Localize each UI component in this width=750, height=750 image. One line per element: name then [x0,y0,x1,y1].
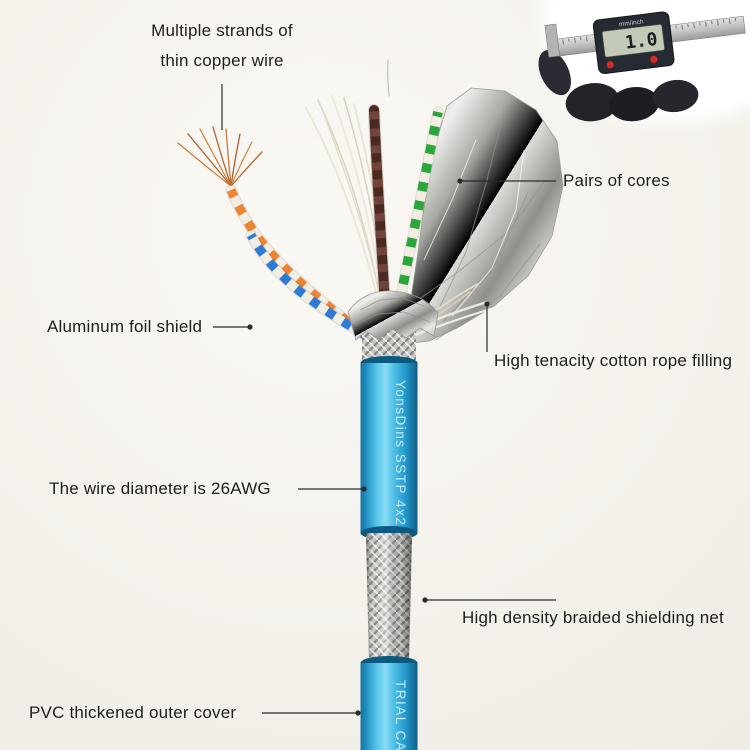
label-wire-diameter: The wire diameter is 26AWG [49,479,271,498]
aluminum-foil-sheet [403,87,564,345]
caliper-button [650,55,658,64]
leader-cotton [484,301,490,352]
caliper-lcd [602,24,665,58]
label-pvc-cover: PVC thickened outer cover [29,703,237,722]
caliper-unit-label: mm/inch [619,18,645,28]
finger-silhouette [609,87,660,122]
copper-strands [177,126,263,187]
cable-jacket-lower: TRIAL CAB [360,656,418,750]
leader-foil [213,324,253,330]
finger-silhouette [565,83,620,122]
label-copper-strands: Multiple strands of thin copper wire [116,16,328,76]
leader-pairs [457,178,556,184]
thumb-silhouette [538,50,571,96]
label-aluminum-foil: Aluminum foil shield [47,317,203,336]
finger-silhouette [652,79,699,113]
caliper-button [606,61,614,69]
braided-shield-section [360,526,418,663]
label-pairs-of-cores: Pairs of cores [563,171,670,190]
caliper-jaw [544,23,561,58]
jacket-print-lower: TRIAL CAB [393,680,408,750]
leader-pvc [262,710,361,716]
jacket-print-upper: YonsDins SSTP 4x2 [393,380,408,526]
leader-braid [422,597,556,603]
leader-awg [298,486,367,492]
label-braided-net: High density braided shielding net [462,608,724,627]
label-copper-line2: thin copper wire [160,51,284,70]
caliper-photo: mm/inch 1.0 [538,0,750,123]
label-copper-line1: Multiple strands of [151,21,293,40]
cable-jacket-upper: YonsDins SSTP 4x2 [360,356,418,533]
label-cotton-rope: High tenacity cotton rope filling [494,351,733,370]
caliper-display: 1.0 [624,29,659,54]
cable-neck [347,290,439,366]
